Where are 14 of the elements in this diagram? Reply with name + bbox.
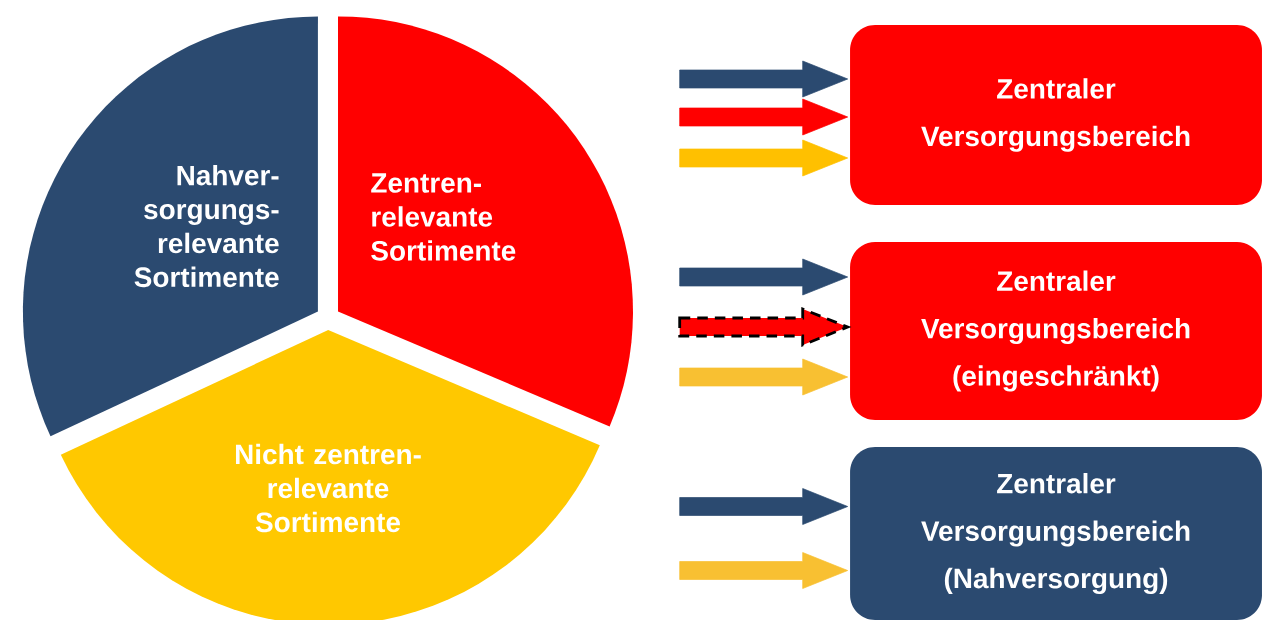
rounded-box: Zentraler Versorgungsbereich (850, 25, 1262, 205)
arrow (679, 358, 849, 396)
arrow (679, 488, 849, 525)
arrow (679, 98, 849, 136)
rounded-box: Zentraler Versorgungsbereich (eingeschränkt) (850, 242, 1262, 420)
pie-slice: Zentren- relevante Sortimente (338, 16, 633, 427)
arrow (678, 306, 852, 348)
pie-slice: Nahver- sorgungs- relevante Sortimente (22, 16, 318, 437)
pie-slice: Nicht zentren- relevante Sortimente (60, 330, 600, 620)
arrow (679, 258, 849, 296)
arrow (679, 60, 849, 98)
arrow (679, 552, 849, 589)
arrow (679, 139, 849, 177)
rounded-box: Zentraler Versorgungsbereich (Nahversorgung) (850, 447, 1262, 620)
